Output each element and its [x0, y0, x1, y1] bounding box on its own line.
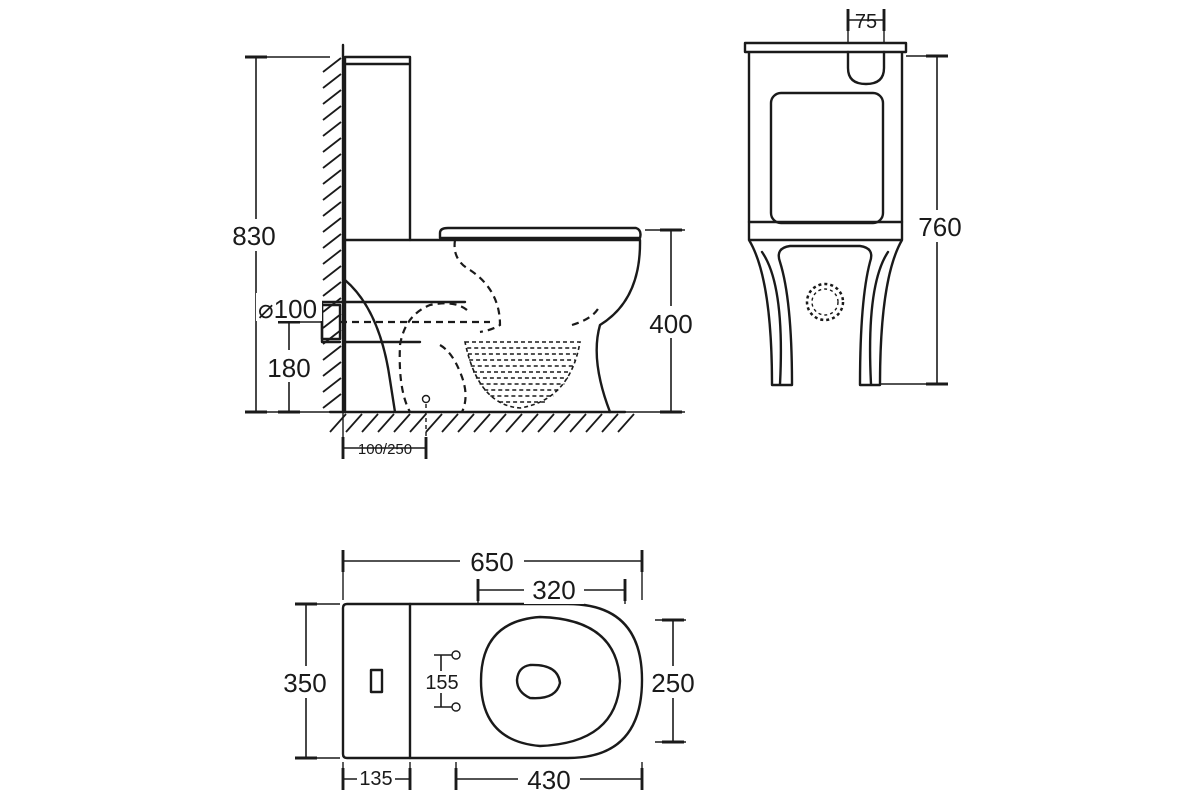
dim-180: 180 [262, 320, 322, 414]
seat-bolts: 155 [424, 650, 461, 712]
tank-panel [769, 91, 885, 225]
seat-top [479, 615, 622, 748]
top-outline [341, 602, 644, 760]
hidden-trapway [398, 239, 602, 413]
dim-250: 250 [646, 618, 700, 744]
water-area [464, 341, 581, 409]
floor-hatching [328, 410, 635, 433]
dim-75-label: 75 [855, 11, 877, 33]
dim-400-label: 400 [649, 309, 692, 339]
flush-button [846, 50, 886, 86]
dim-75: 75 [846, 8, 886, 43]
dim-100-250-label: 100/250 [358, 441, 412, 458]
dim-430-label: 430 [527, 765, 570, 795]
dim-760: 760 [880, 54, 968, 386]
front-view: 75 760 [743, 8, 968, 387]
seat-side [438, 226, 642, 240]
dim-650-label: 650 [470, 547, 513, 577]
dim-135-label: 135 [359, 768, 392, 790]
dim-830-label: 830 [232, 221, 275, 251]
outlet-diameter-label: ⌀100 [258, 294, 317, 324]
dim-180-label: 180 [267, 353, 310, 383]
side-view: 830 180 ⌀100 400 100/250 [228, 43, 699, 460]
dim-650: 650 [341, 547, 644, 600]
dim-830: 830 [228, 55, 330, 414]
dim-350: 350 [279, 602, 340, 760]
pedestal-front [747, 220, 904, 387]
dim-250-label: 250 [651, 668, 694, 698]
dim-350-label: 350 [283, 668, 326, 698]
tank-front [743, 41, 908, 224]
dim-320-label: 320 [532, 575, 575, 605]
dim-320: 320 [476, 575, 627, 605]
floor-bolt [421, 394, 431, 404]
pedestal-curve [343, 278, 397, 414]
dim-760-label: 760 [918, 212, 961, 242]
bowl-opening-top [515, 663, 562, 700]
dim-430: 430 [454, 762, 644, 795]
dim-135: 135 [341, 762, 412, 791]
dim-100-250: 100/250 [341, 412, 428, 460]
cistern-side [343, 55, 412, 242]
outlet-hole [805, 282, 845, 322]
dim-400: 400 [612, 228, 699, 414]
dim-155-label: 155 [425, 672, 458, 694]
bowl-side [343, 238, 642, 414]
tank-outlet-slot [369, 668, 384, 694]
top-view: 155 650 320 350 [279, 547, 700, 795]
wall-hatching [322, 43, 345, 414]
